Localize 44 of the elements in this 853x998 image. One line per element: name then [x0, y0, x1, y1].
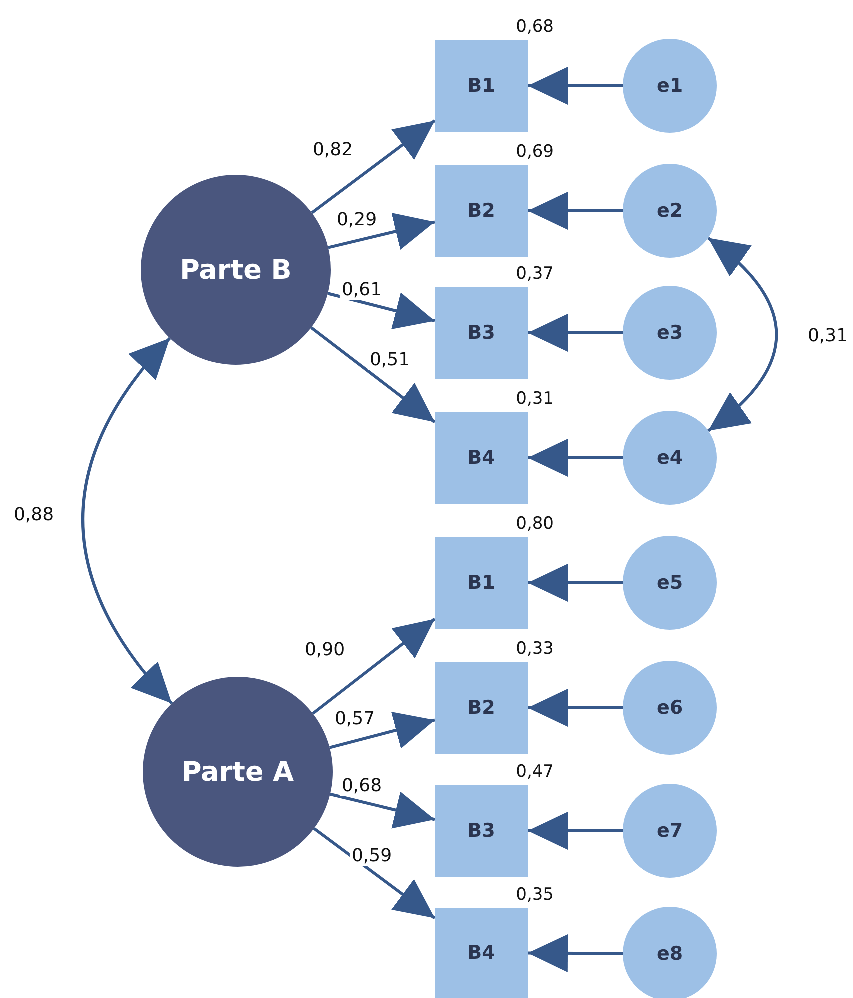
variance-value: 0,47: [516, 764, 554, 781]
node-label: Parte A: [182, 756, 294, 788]
variance-value: 0,37: [516, 266, 554, 283]
variance-value: 0,68: [516, 19, 554, 36]
variance-value: 0,33: [516, 641, 554, 658]
node-label: B1: [468, 75, 496, 97]
arrow: [313, 827, 436, 920]
variance-value: 0,31: [516, 391, 554, 408]
node-label: e2: [656, 200, 684, 222]
node-label: e7: [656, 820, 684, 842]
arrow: [528, 934, 623, 972]
node-label: Parte B: [180, 254, 292, 286]
variance-value: 0,80: [516, 516, 554, 533]
arrow: [328, 213, 436, 250]
arrow: [330, 792, 436, 829]
variance-value: 0,35: [516, 887, 554, 904]
variance-value: 0,69: [516, 144, 554, 161]
node-label: e8: [656, 943, 684, 965]
arrow: [528, 192, 623, 230]
node-label: e3: [656, 322, 684, 344]
covariance-arrow: [82, 337, 174, 705]
node-label: B1: [468, 572, 496, 594]
node-label: e6: [656, 697, 684, 719]
node-label: B2: [468, 697, 496, 719]
node-label: B4: [468, 942, 496, 964]
arrow: [330, 712, 436, 750]
arrow: [310, 326, 436, 424]
node-label: B3: [468, 820, 496, 842]
arrow: [528, 67, 623, 105]
node-label: e5: [656, 572, 684, 594]
arrow: [312, 618, 436, 715]
node-label: B4: [468, 447, 496, 469]
covariance-arrow: [707, 236, 778, 432]
arrow: [528, 689, 623, 727]
arrow: [528, 564, 623, 602]
arrow: [528, 314, 623, 352]
arrow: [528, 812, 623, 850]
node-label: B3: [468, 322, 496, 344]
arrow: [328, 292, 436, 330]
arrow: [528, 439, 623, 477]
node-label: e4: [656, 447, 684, 469]
arrow: [311, 120, 436, 214]
node-label: e1: [656, 75, 684, 97]
node-label: B2: [468, 200, 496, 222]
